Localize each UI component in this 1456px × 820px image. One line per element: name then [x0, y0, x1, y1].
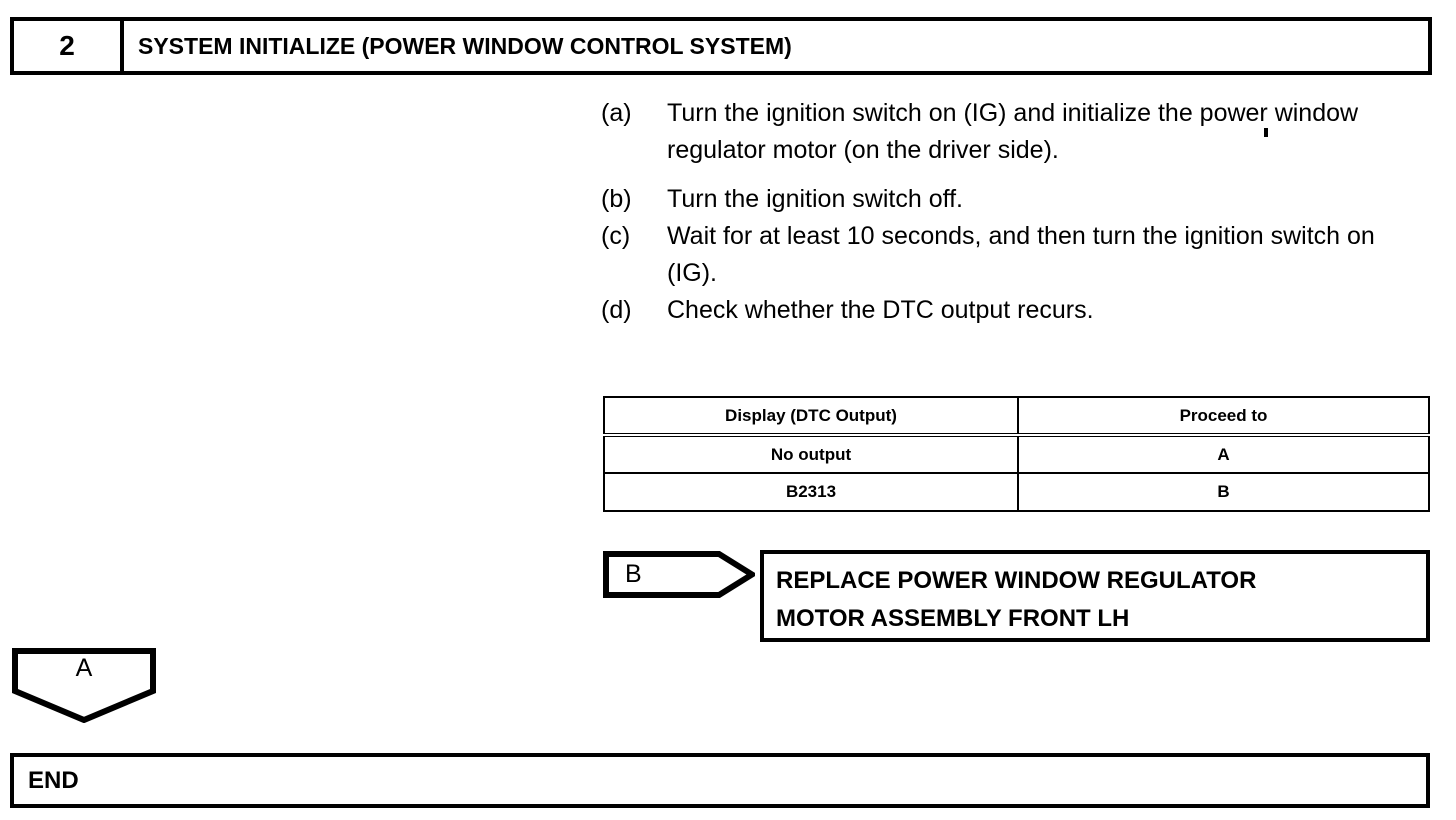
pentagon-right-icon [603, 551, 755, 598]
step-title: SYSTEM INITIALIZE (POWER WINDOW CONTROL … [138, 32, 792, 59]
connector-b: B [603, 551, 755, 598]
cell-proceed-value: B [1017, 472, 1430, 512]
replace-action-line1: REPLACE POWER WINDOW REGULATOR [776, 567, 1257, 594]
instruction-text: Check whether the DTC output recurs. [667, 296, 1094, 324]
instruction-item: (c) Wait for at least 10 seconds, and th… [601, 218, 1431, 292]
cell-proceed-value: A [1017, 434, 1430, 474]
pentagon-down-icon [12, 648, 156, 723]
instruction-marker: (a) [601, 99, 632, 127]
instruction-marker: (d) [601, 296, 632, 324]
dtc-result-table: Display (DTC Output) Proceed to No outpu… [603, 396, 1430, 512]
cell-display-value: B2313 [603, 472, 1019, 512]
table-row: B2313 B [603, 472, 1430, 512]
end-box: END [10, 753, 1430, 808]
connector-a: A [12, 648, 156, 723]
instruction-text: Turn the ignition switch on (IG) and ini… [667, 99, 1359, 164]
instruction-marker: (c) [601, 222, 631, 250]
step-number: 2 [14, 21, 124, 71]
instruction-text: Turn the ignition switch off. [667, 185, 963, 213]
instruction-item: (b) Turn the ignition switch off. [601, 181, 1431, 218]
instruction-group-a: (a) Turn the ignition switch on (IG) and… [601, 95, 1431, 169]
column-header-display: Display (DTC Output) [603, 396, 1019, 437]
connector-b-label: B [625, 560, 642, 588]
scan-artifact [1264, 128, 1268, 137]
column-header-proceed: Proceed to [1017, 396, 1430, 437]
instruction-item: (d) Check whether the DTC output recurs. [601, 292, 1431, 329]
instruction-marker: (b) [601, 185, 632, 213]
cell-display-value: No output [603, 434, 1019, 474]
table-header-row: Display (DTC Output) Proceed to [603, 396, 1430, 437]
replace-action-box: REPLACE POWER WINDOW REGULATOR MOTOR ASS… [760, 550, 1430, 642]
end-box-label: END [28, 766, 79, 794]
instruction-item: (a) Turn the ignition switch on (IG) and… [601, 95, 1431, 169]
step-header: 2 SYSTEM INITIALIZE (POWER WINDOW CONTRO… [10, 17, 1432, 75]
replace-action-line2: MOTOR ASSEMBLY FRONT LH [776, 605, 1130, 632]
instruction-list: (a) Turn the ignition switch on (IG) and… [601, 95, 1431, 329]
connector-a-label: A [75, 654, 93, 682]
table-row: No output A [603, 434, 1430, 474]
instruction-text: Wait for at least 10 seconds, and then t… [667, 222, 1375, 287]
instruction-group-bcd: (b) Turn the ignition switch off. (c) Wa… [601, 181, 1431, 329]
